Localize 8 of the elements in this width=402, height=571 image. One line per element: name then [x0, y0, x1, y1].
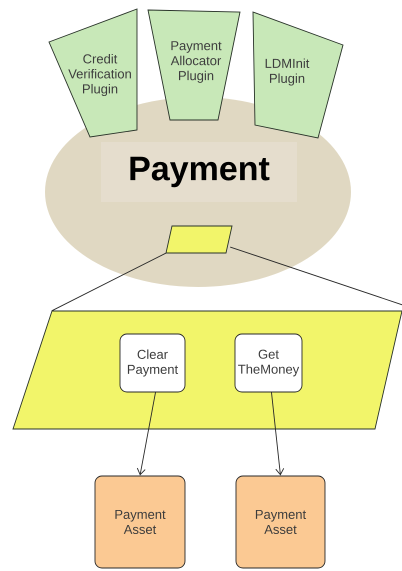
arrow	[271, 392, 284, 476]
operation-box: Get TheMoney	[234, 334, 302, 392]
connector-line	[230, 246, 402, 306]
asset-box: Payment Asset	[94, 476, 186, 568]
connector-line	[51, 252, 166, 312]
asset-box: Payment Asset	[236, 476, 326, 568]
arrow	[136, 392, 156, 476]
operation-box: Clear Payment	[120, 334, 186, 392]
